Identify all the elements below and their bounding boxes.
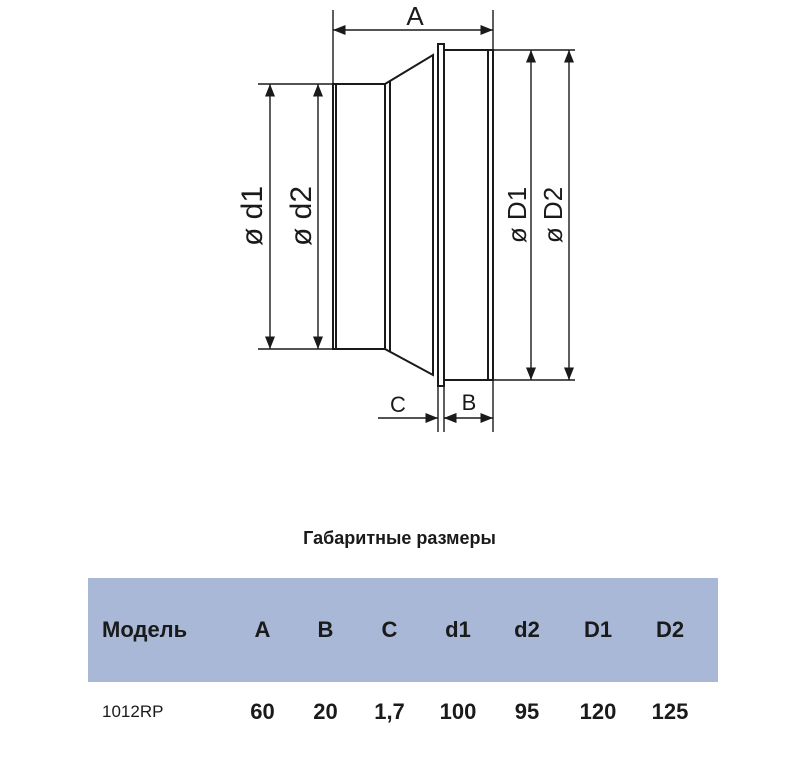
label-D1: ø D1 [502,187,532,243]
label-b: B [462,390,477,415]
table-title: Габаритные размеры [303,528,496,548]
cell-d1: 100 [439,699,477,724]
header-d1: d1 [445,617,471,642]
cell-D1: 120 [579,699,617,724]
label-d1: ø d1 [236,186,269,246]
cell-model: 1012RP [102,702,164,721]
technical-drawing: A B C ø d1 ø d2 ø D1 ø D2 [236,1,575,432]
reducer-outline [332,43,494,387]
label-D2: ø D2 [538,187,568,243]
header-D2: D2 [655,617,685,642]
table-header: Модель A B C d1 d2 D1 D2 [88,578,718,682]
cone [384,53,434,377]
header-d2: d2 [514,617,540,642]
cell-D2: 125 [651,699,689,724]
label-c: C [390,392,406,417]
cell-b: 20 [313,699,338,724]
dimensions-table: Модель A B C d1 d2 D1 D2 1012RP 60 20 1,… [88,578,718,742]
header-a: A [254,617,271,642]
cell-a: 60 [250,699,275,724]
label-a: A [406,1,424,31]
small-spigot [332,83,386,350]
table-row: 1012RP 60 20 1,7 100 95 120 125 [88,682,718,742]
large-spigot [443,49,494,381]
cell-c: 1,7 [374,699,405,724]
header-b: B [317,617,334,642]
cell-d2: 95 [514,699,540,724]
header-c: C [381,617,398,642]
header-D1: D1 [583,617,613,642]
header-model: Модель [102,617,188,642]
label-d2: ø d2 [285,186,318,246]
